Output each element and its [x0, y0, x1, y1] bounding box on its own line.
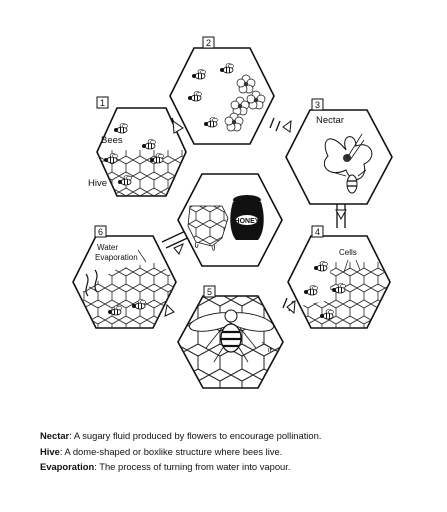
step-number: 2 [206, 38, 211, 48]
step-number: 3 [315, 100, 320, 110]
step-number-box [94, 225, 107, 238]
arrow-1-to-2 [172, 119, 184, 134]
glossary: Nectar: A sugary fluid produced by flowe… [40, 428, 440, 475]
honey-making-diagram: 1 Bees Hive 2 3 Nectar [72, 36, 393, 389]
evaporation-label: Evaporation [95, 253, 138, 262]
step-3-hexagon: 3 Nectar [285, 98, 393, 205]
arrow-3-to-4 [335, 209, 347, 221]
bees-label: Bees [101, 135, 123, 146]
step-number-box [202, 36, 215, 49]
arrow-4-to-5 [286, 299, 296, 315]
step-5-hexagon: ir 5 [177, 285, 284, 389]
glossary-item-nectar: Nectar: A sugary fluid produced by flowe… [40, 428, 440, 444]
hive-label: Hive [88, 178, 107, 189]
glossary-term: Hive [40, 445, 60, 457]
glossary-definition: : The process of turning from water into… [94, 461, 291, 472]
water-evaporating-from-comb-icon [85, 249, 147, 316]
arrow-6-to-center [173, 243, 184, 255]
step-number-box [96, 96, 109, 109]
step-number: 6 [98, 227, 103, 237]
honey-jar-label: HONEY [235, 218, 260, 225]
step-6-hexagon: 6 Water Evaporation [72, 225, 177, 329]
step-number-box [203, 285, 216, 298]
arrow-5-to-6 [164, 303, 175, 317]
step-number: 4 [315, 227, 320, 237]
nectar-label: Nectar [316, 115, 344, 126]
glossary-term: Nectar [40, 430, 70, 441]
center-hexagon: HONEY [177, 173, 283, 267]
water-label: Water [97, 243, 118, 252]
honey-jar-icon [230, 195, 264, 240]
step-number-box [311, 98, 324, 111]
step-number-box [311, 225, 324, 238]
step-number: 5 [207, 287, 212, 297]
glossary-term: Evaporation [40, 461, 95, 472]
glossary-definition: : A sugary fluid produced by flowers to … [69, 430, 322, 441]
step-number: 1 [100, 98, 105, 108]
bees-filling-cells-icon [303, 259, 361, 320]
flow-arrows [164, 119, 347, 317]
glossary-item-hive: Hive: A dome-shaped or boxlike structure… [40, 444, 440, 460]
bee-on-flower-icon [323, 133, 373, 194]
glossary-definition: : A dome-shaped or boxlike structure whe… [59, 445, 283, 457]
arrow-2-to-3 [282, 119, 292, 133]
svg-text:ir: ir [268, 347, 273, 354]
step-1-hexagon: 1 Bees Hive [88, 96, 187, 197]
bees-fanning-comb-icon: ir [189, 309, 274, 363]
step-2-hexagon: 2 [169, 36, 275, 145]
step-4-hexagon: 4 Cells [287, 225, 391, 329]
glossary-item-evaporation: Evaporation: The process of turning from… [40, 459, 440, 475]
honeycomb-icon [187, 205, 229, 251]
cells-label: Cells [339, 248, 357, 257]
